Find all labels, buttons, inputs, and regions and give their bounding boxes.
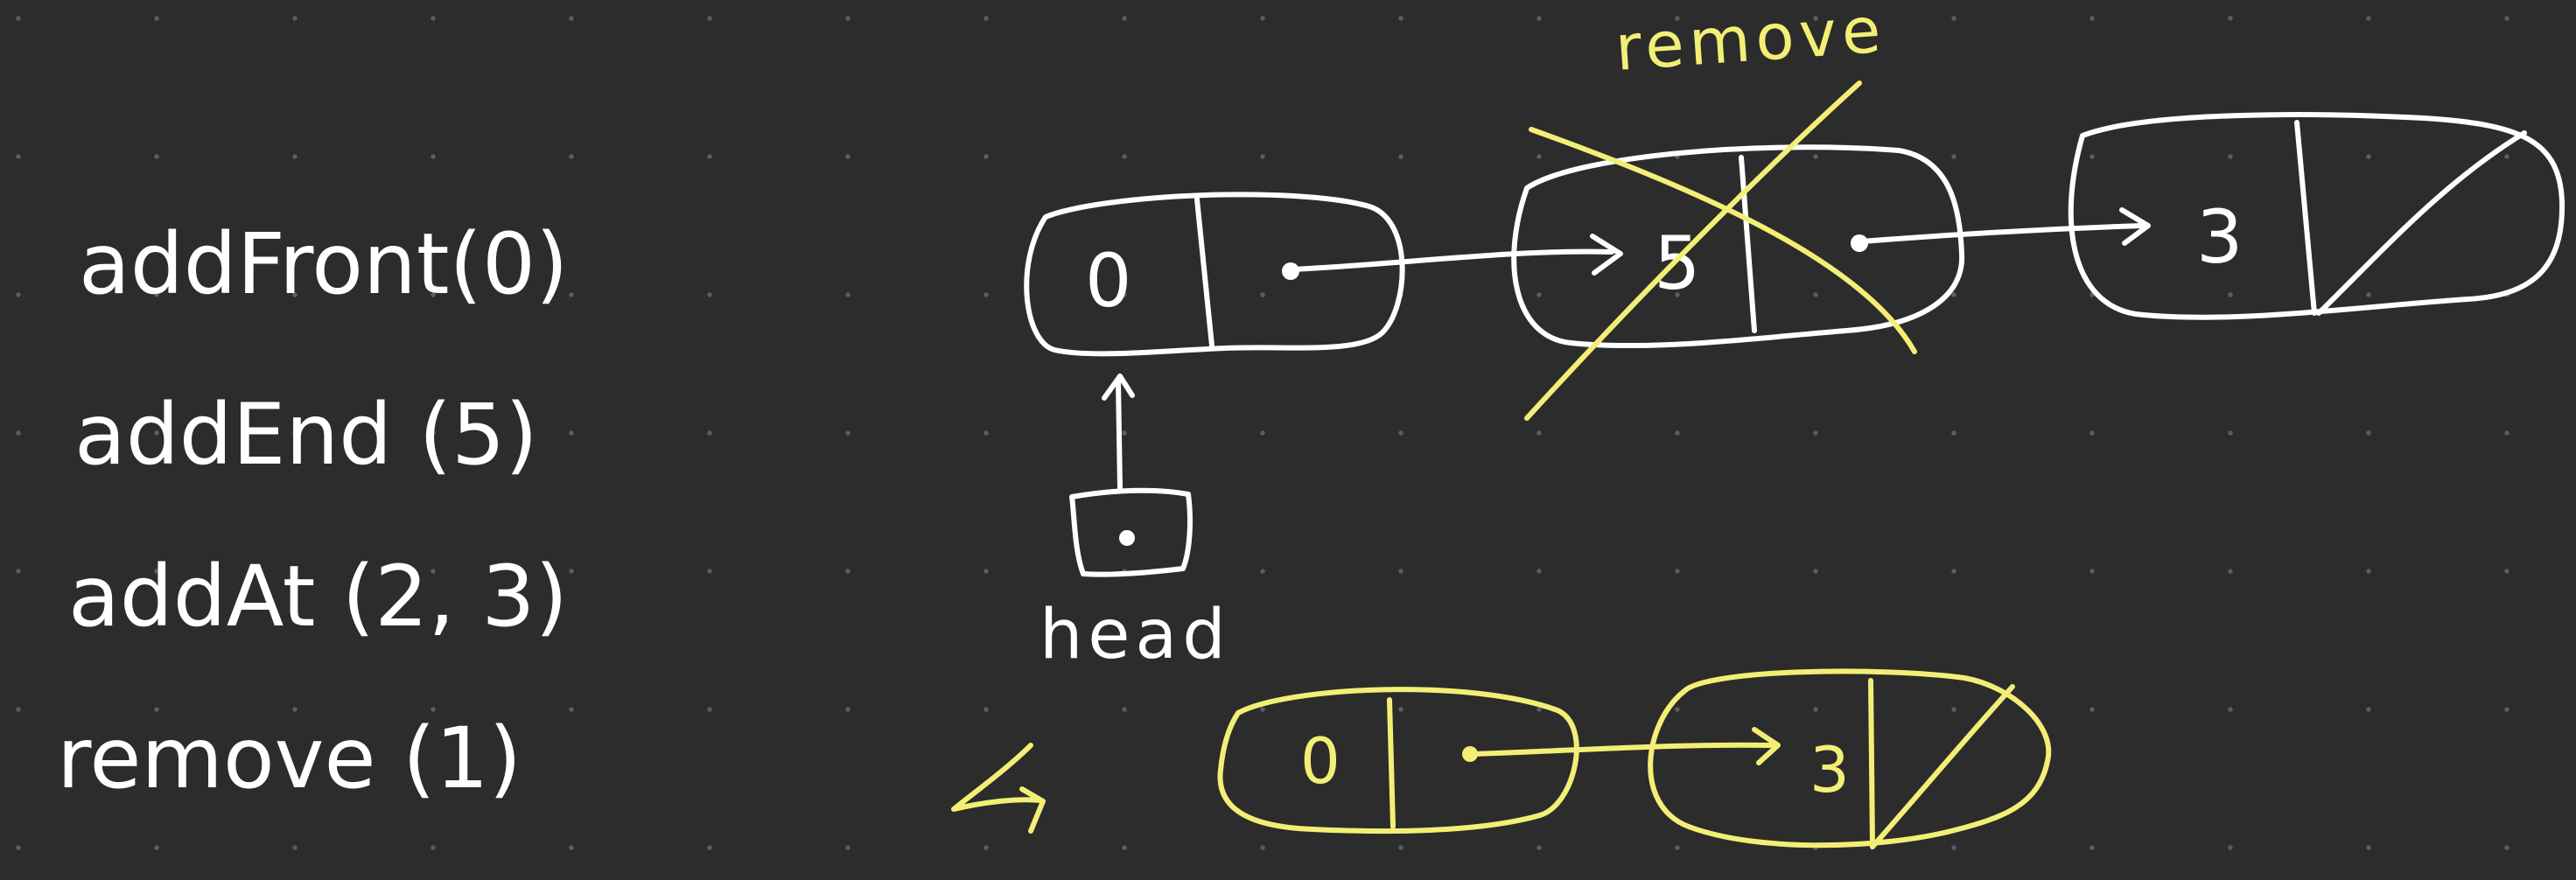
- node-before-0: 0: [1024, 192, 1405, 357]
- operation-add-end: addEnd (5): [74, 386, 538, 484]
- operation-list: addFront(0) addEnd (5) addAt (2, 3) remo…: [57, 215, 569, 807]
- node-divider: [2294, 120, 2317, 316]
- head-label: head: [1040, 596, 1231, 674]
- operation-remove: remove (1): [57, 709, 522, 807]
- node-divider: [1387, 697, 1396, 829]
- cross-out-mark: [1524, 80, 1917, 421]
- node-value: 0: [1300, 724, 1340, 798]
- node-before-1: 5: [1511, 144, 1965, 349]
- link-arrow-after: [1469, 727, 1781, 765]
- link-arrow-0-to-5: [1291, 234, 1623, 276]
- node-before-2: 3: [2068, 112, 2566, 320]
- node-divider: [1739, 155, 1757, 333]
- operation-add-front: addFront(0): [79, 215, 569, 313]
- head-pointer: head: [1040, 374, 1231, 674]
- link-arrow-5-to-3: [1859, 207, 2151, 246]
- node-box: [1217, 687, 1579, 835]
- node-value: 3: [2196, 194, 2243, 280]
- node-value: 3: [1810, 733, 1850, 807]
- remove-label: remove: [1613, 0, 1888, 85]
- null-slash: [2316, 130, 2527, 316]
- node-box: [1024, 192, 1405, 357]
- head-arrow: [1116, 379, 1123, 491]
- node-box: [1511, 144, 1965, 349]
- result-arrow: [951, 743, 1046, 834]
- node-value: 0: [1085, 238, 1131, 324]
- node-after-1: 3: [1648, 668, 2052, 849]
- node-box: [2068, 112, 2566, 320]
- null-slash: [1870, 684, 2015, 849]
- head-dot: [1119, 530, 1135, 546]
- node-after-0: 0: [1217, 687, 1579, 835]
- node-divider: [1194, 197, 1214, 348]
- node-divider: [1868, 678, 1875, 849]
- operation-add-at: addAt (2, 3): [68, 548, 568, 646]
- head-box: [1069, 487, 1193, 577]
- node-value: 5: [1654, 220, 1700, 306]
- node-box: [1648, 668, 2052, 849]
